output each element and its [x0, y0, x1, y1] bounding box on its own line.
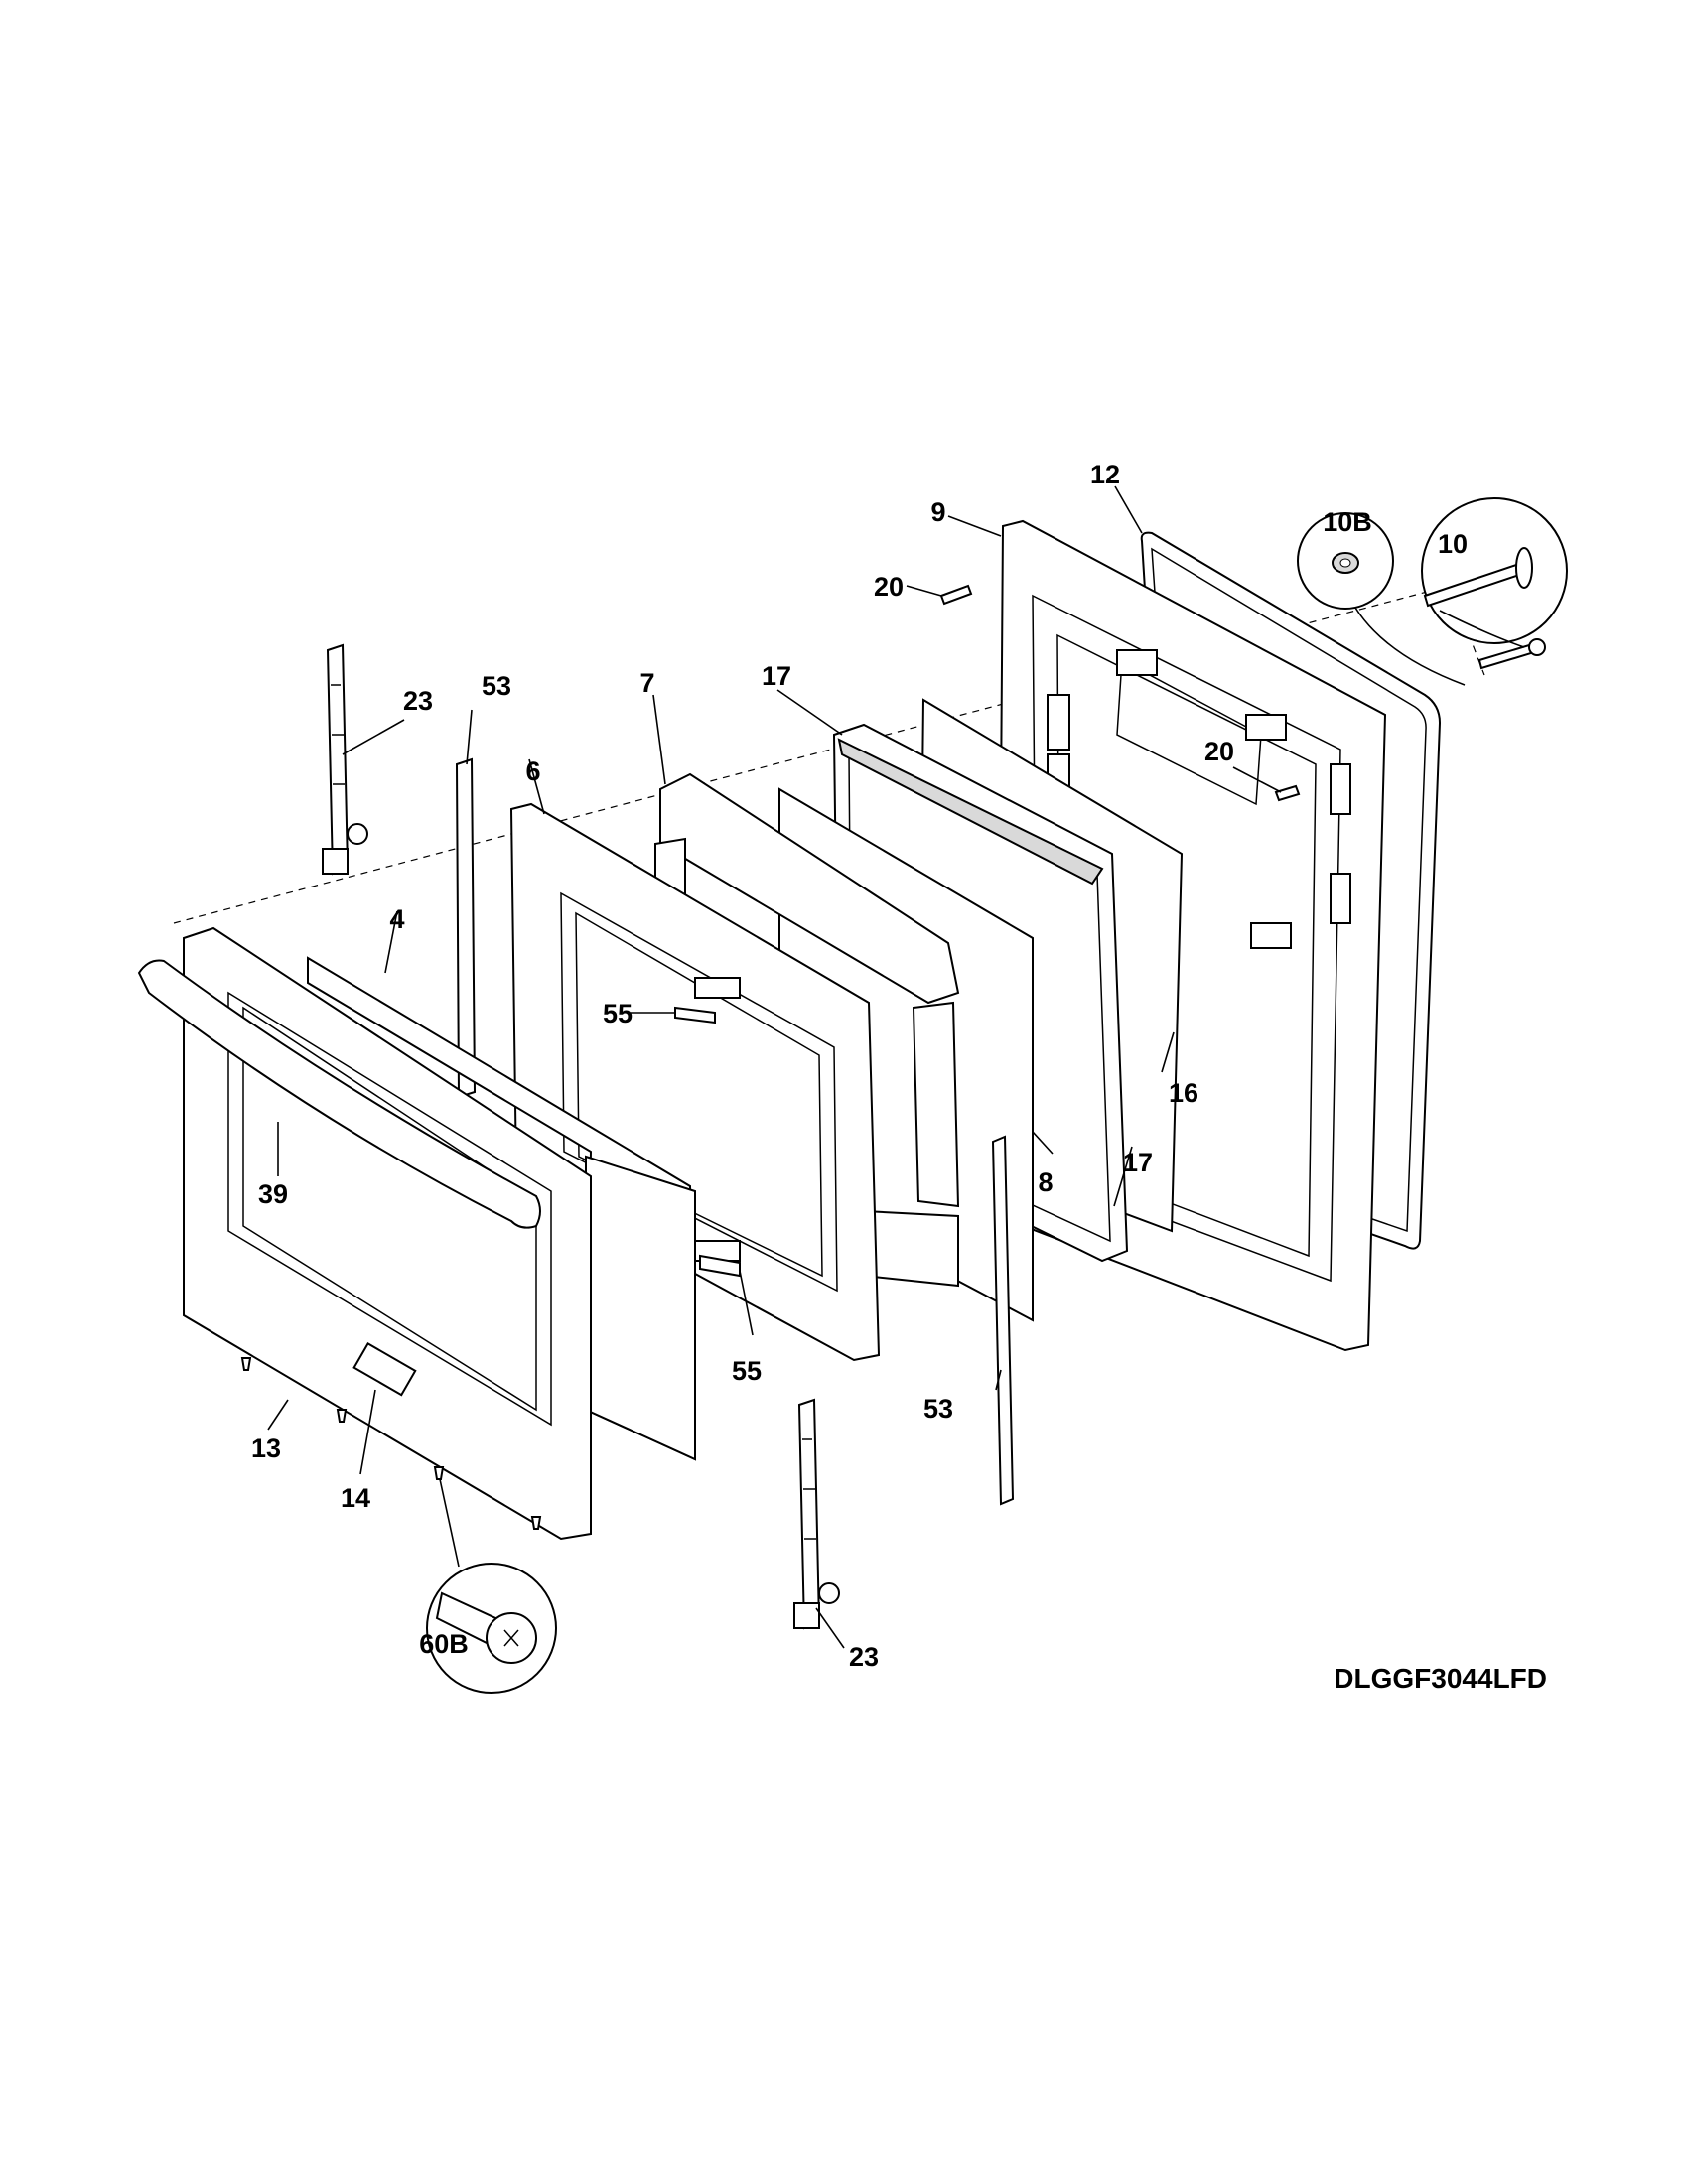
hinge-receiver-55 [674, 1006, 741, 1278]
hinge-23-bottom [793, 1398, 840, 1630]
callout-13: 13 [251, 1433, 281, 1463]
callout-17-top: 17 [762, 661, 791, 691]
callout-9: 9 [930, 497, 945, 527]
callout-23-top: 23 [403, 686, 433, 716]
door-screws-60b [240, 1357, 542, 1530]
callout-23-bottom: 23 [849, 1642, 879, 1672]
callout-10: 10 [1438, 529, 1468, 559]
callout-20-top: 20 [874, 572, 904, 602]
diagram-model-id: DLGGF3044LFD [1334, 1663, 1547, 1694]
callout-20-right: 20 [1204, 737, 1234, 766]
callout-7: 7 [639, 668, 654, 698]
callout-53-top: 53 [482, 671, 511, 701]
callout-10b: 10B [1323, 507, 1372, 537]
callout-17-bottom: 17 [1123, 1148, 1153, 1177]
side-trim-53-left [455, 757, 477, 1099]
callout-16: 16 [1169, 1078, 1198, 1108]
callout-53-bottom: 53 [923, 1394, 953, 1424]
callout-12: 12 [1090, 460, 1120, 489]
callout-labels: 9 12 10B 10 20 20 23 23 53 53 7 17 17 6 … [251, 460, 1468, 1672]
callout-4: 4 [389, 904, 404, 934]
detail-circle-10 [1421, 497, 1568, 644]
callout-39: 39 [258, 1179, 288, 1209]
detail-circle-60b [426, 1563, 557, 1694]
callout-60b: 60B [419, 1629, 469, 1659]
callout-8: 8 [1038, 1167, 1053, 1197]
leader-lines [267, 485, 1525, 1649]
callout-6: 6 [525, 756, 540, 786]
bolt-10-small [1477, 638, 1546, 670]
detail-circle-10b [1297, 512, 1394, 610]
hinge-23-top [322, 643, 368, 876]
callout-55-bottom: 55 [732, 1356, 762, 1386]
callout-14: 14 [341, 1483, 370, 1513]
screw-20 [939, 584, 1301, 802]
door-handle-39 [137, 959, 541, 1229]
callout-55-top: 55 [603, 999, 633, 1028]
